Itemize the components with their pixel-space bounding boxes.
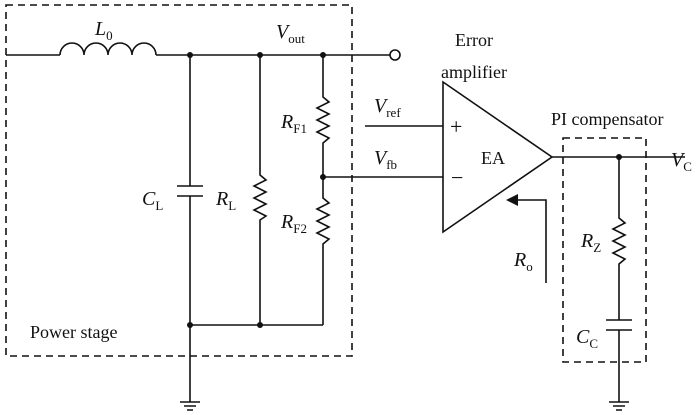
- label-rl: RL: [215, 188, 236, 213]
- resistor-rl: [252, 55, 268, 325]
- minus-sign: −: [451, 165, 463, 190]
- error-amplifier-triangle: [442, 80, 554, 234]
- plus-sign: +: [450, 114, 462, 139]
- ground-symbol: [180, 325, 200, 411]
- power-stage-label: Power stage: [30, 322, 117, 342]
- label-cl: CL: [142, 188, 163, 213]
- label-rf2: RF2: [280, 211, 307, 236]
- label-vfb: Vfb: [374, 147, 397, 172]
- label-l0: L0: [94, 18, 113, 43]
- resistor-rz: [611, 157, 627, 320]
- output-terminal: [389, 49, 401, 61]
- label-vc: VC: [671, 149, 692, 174]
- resistor-rf2: [315, 177, 331, 325]
- pi-compensator-title: PI compensator: [551, 109, 663, 129]
- label-vref: Vref: [374, 95, 401, 120]
- node-dot: [257, 322, 263, 328]
- inductor-l0: [6, 42, 157, 56]
- label-rz: RZ: [580, 230, 601, 255]
- power-stage-box: [5, 4, 353, 357]
- resistor-rf1: [315, 55, 331, 177]
- error-amplifier-title: Error: [455, 30, 493, 50]
- capacitor-cl: [177, 55, 203, 325]
- pi-compensator-box: [562, 137, 647, 363]
- label-cc: CC: [576, 326, 598, 351]
- ea-label: EA: [481, 148, 505, 168]
- capacitor-cc: [606, 319, 632, 411]
- label-vout: Vout: [276, 21, 305, 46]
- ro-arrow: [506, 194, 547, 283]
- error-amplifier-subtitle: amplifier: [441, 62, 507, 82]
- label-ro: Ro: [513, 249, 533, 274]
- label-rf1: RF1: [280, 111, 307, 136]
